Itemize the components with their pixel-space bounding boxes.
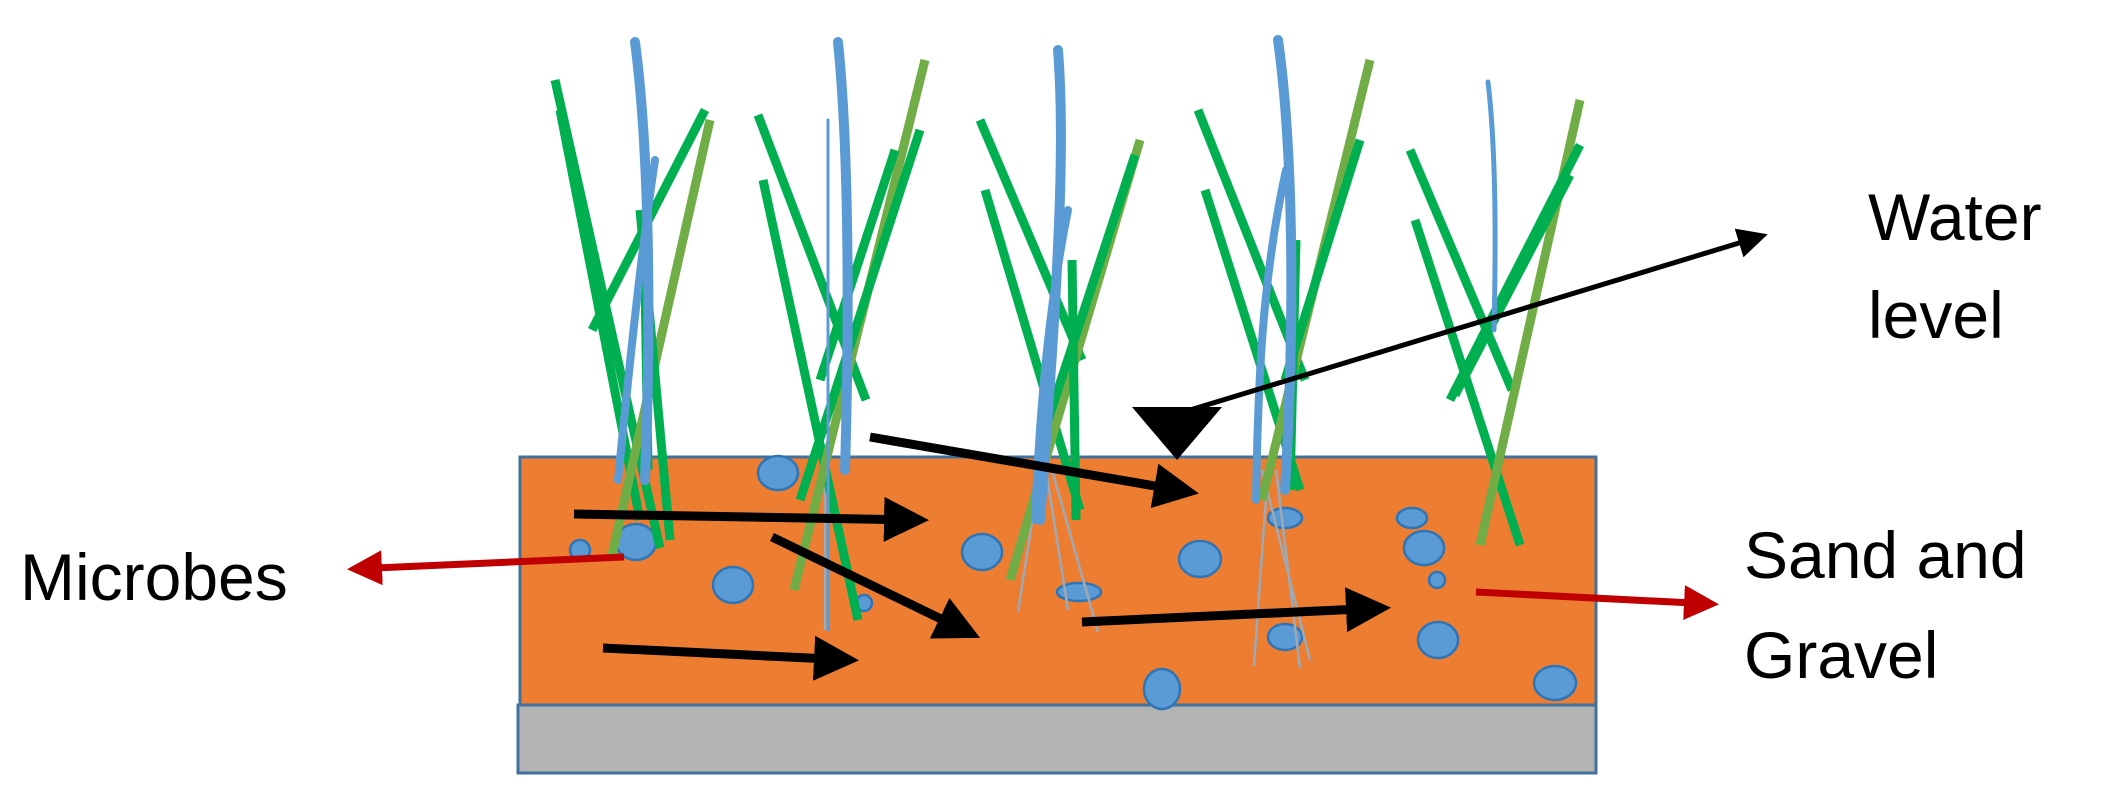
microbes-label: Microbes bbox=[20, 540, 288, 614]
plant-5 bbox=[1405, 79, 1585, 547]
sand-gravel-pointer-arrow bbox=[1475, 585, 1719, 621]
plant-root-2 bbox=[1044, 469, 1070, 611]
microbe-11 bbox=[1532, 664, 1578, 702]
plant-3-stem-2 bbox=[1031, 206, 1072, 524]
water-level-pointer-arrow bbox=[1189, 228, 1768, 413]
plant-5-leaf-1 bbox=[1405, 148, 1517, 392]
microbe-9 bbox=[1427, 570, 1447, 590]
water-level-label: Water level bbox=[1868, 180, 2060, 352]
microbe-12 bbox=[1142, 667, 1182, 711]
microbes-group bbox=[568, 454, 1578, 711]
plant-3-leaf-5 bbox=[1067, 259, 1081, 521]
plant-3-leaf-1 bbox=[975, 118, 1087, 362]
microbe-3 bbox=[711, 565, 755, 605]
microbe-13 bbox=[1266, 622, 1304, 652]
flow-arrow-2 bbox=[573, 496, 929, 542]
microbe-5 bbox=[1177, 539, 1223, 579]
plant-5-leaf-2 bbox=[1410, 218, 1525, 547]
sand-gravel-label: Sand and Gravel bbox=[1744, 518, 2045, 692]
plant-root-3 bbox=[1050, 469, 1100, 633]
microbe-1 bbox=[756, 454, 800, 492]
plant-3-leaf-2 bbox=[980, 188, 1085, 512]
substrate-bed bbox=[518, 455, 1598, 707]
plant-2-leaf-4 bbox=[795, 128, 925, 502]
water-level-marker bbox=[1132, 407, 1222, 460]
flow-arrow-1 bbox=[869, 432, 1199, 509]
plant-5-stem-1 bbox=[1485, 79, 1498, 333]
microbe-7 bbox=[1395, 506, 1429, 530]
plant-4-stem-2 bbox=[1252, 166, 1290, 504]
plant-2 bbox=[753, 37, 930, 632]
plant-1-stem-2 bbox=[614, 156, 659, 484]
flow-arrow-5 bbox=[1081, 587, 1391, 633]
flow-arrows-group bbox=[573, 432, 1391, 681]
plant-4 bbox=[1193, 35, 1375, 504]
plant-root-4 bbox=[1252, 469, 1270, 667]
plant-3-stem-1 bbox=[1035, 45, 1066, 525]
sand-gravel-label-line1: Sand and bbox=[1744, 518, 2027, 592]
water-level-label-line2: level bbox=[1868, 278, 2004, 352]
plant-2-leaf-2 bbox=[758, 179, 863, 621]
microbe-10 bbox=[1416, 620, 1460, 660]
base-layer bbox=[516, 703, 1598, 775]
microbe-14 bbox=[1055, 581, 1103, 603]
microbe-4 bbox=[960, 532, 1004, 572]
water-level-label-line1: Water bbox=[1868, 180, 2042, 254]
plant-4-stem-1 bbox=[1273, 35, 1297, 495]
plant-2-leaf-5 bbox=[815, 148, 900, 382]
flow-arrow-3 bbox=[770, 532, 981, 639]
microbes-pointer-arrow bbox=[347, 550, 625, 586]
plant-2-stem-1 bbox=[833, 37, 853, 475]
microbe-8 bbox=[1402, 529, 1446, 567]
sand-gravel-label-line2: Gravel bbox=[1744, 618, 1938, 692]
plant-5-leaf-5 bbox=[1445, 142, 1585, 403]
plant-roots-group bbox=[823, 469, 1312, 669]
plant-1 bbox=[550, 37, 715, 556]
plant-root-6 bbox=[1260, 469, 1312, 661]
plant-1-leaf-4 bbox=[607, 119, 715, 556]
plants-group bbox=[550, 35, 1585, 632]
plant-3-leaf-4 bbox=[1043, 153, 1140, 422]
flow-arrow-4 bbox=[602, 635, 859, 681]
